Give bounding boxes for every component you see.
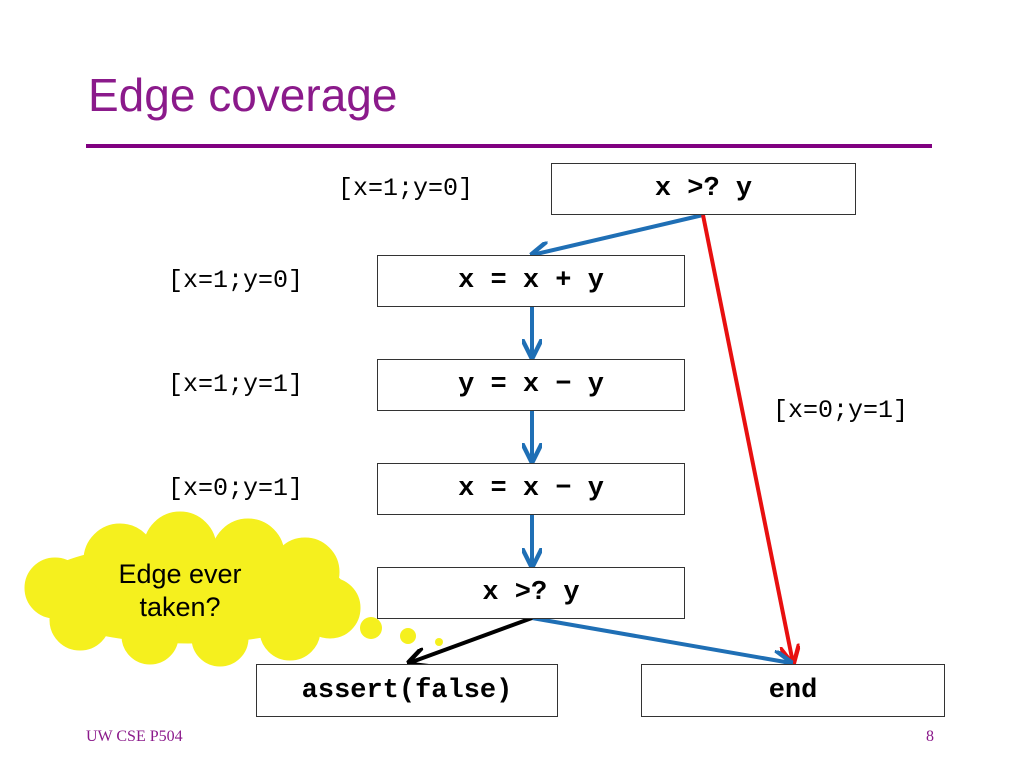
page-number: 8 <box>926 728 934 745</box>
thought-bubble-dot <box>360 617 382 639</box>
thought-cloud <box>24 511 443 667</box>
edge-cond-false-to-end <box>701 214 793 663</box>
state-annotation-top: [x=1;y=0] <box>338 174 474 203</box>
assign-node-2: y = x − y <box>377 359 685 411</box>
end-node: end <box>641 664 945 717</box>
callout-line-1: Edge ever <box>118 559 242 589</box>
state-annotation-assign1: [x=1;y=0] <box>168 266 304 295</box>
edge-cond-to-assign1 <box>532 213 704 255</box>
edge-cond-to-assert <box>409 616 533 663</box>
state-annotation-right: [x=0;y=1] <box>773 396 909 425</box>
assign-node-3: x = x − y <box>377 463 685 515</box>
assign-node-1: x = x + y <box>377 255 685 307</box>
title-rule <box>86 144 932 148</box>
callout-line-2: taken? <box>139 592 221 622</box>
footer-course: UW CSE P504 <box>86 728 183 745</box>
condition-node-bottom: x >? y <box>377 567 685 619</box>
edge-cond-to-end <box>531 616 791 663</box>
state-annotation-assign3: [x=0;y=1] <box>168 474 304 503</box>
assert-node: assert(false) <box>256 664 558 717</box>
thought-bubble-dot <box>435 638 443 646</box>
thought-bubble-dot <box>400 628 416 644</box>
slide-title: Edge coverage <box>88 69 398 121</box>
callout-text: Edge ever taken? <box>80 558 280 624</box>
state-annotation-assign2: [x=1;y=1] <box>168 370 304 399</box>
condition-node-top: x >? y <box>551 163 856 215</box>
